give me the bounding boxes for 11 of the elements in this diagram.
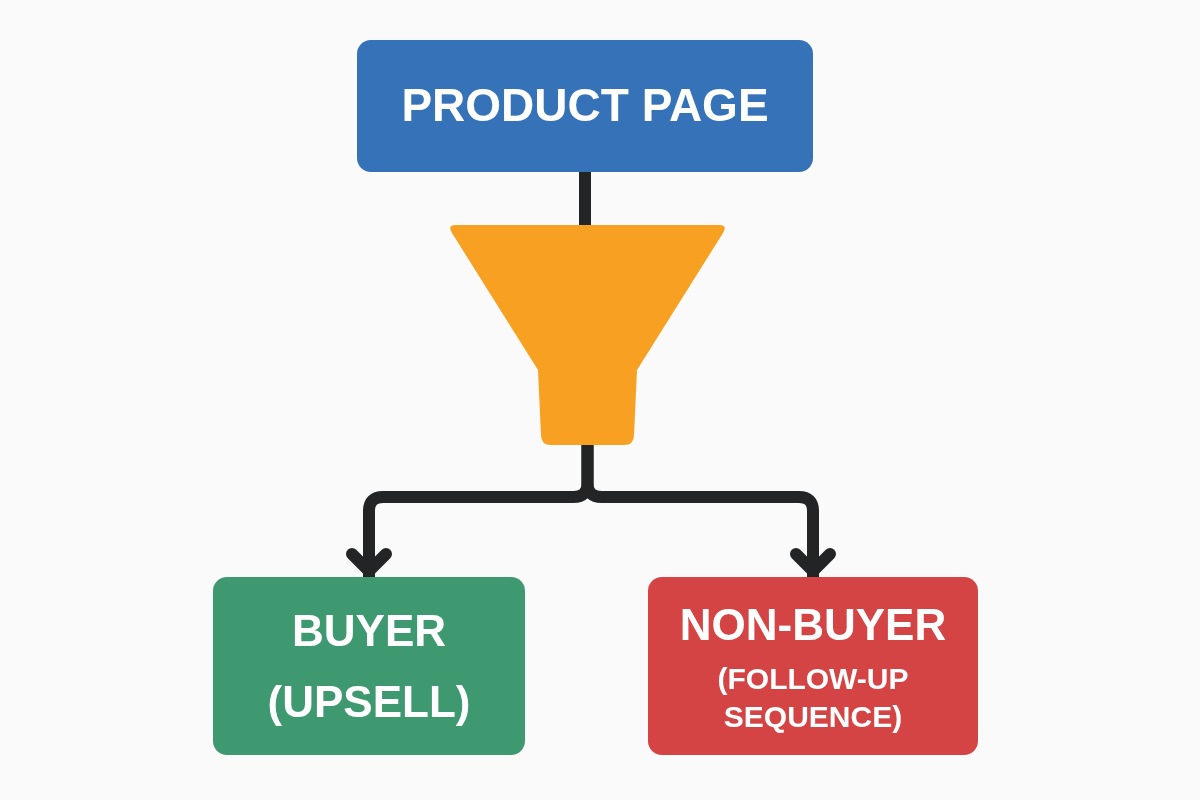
funnel-shape — [448, 225, 727, 445]
outcome-box — [648, 577, 978, 755]
connector-line — [579, 172, 591, 225]
box-title: PRODUCT PAGE — [401, 78, 769, 134]
box-title: BUYER — [292, 605, 446, 657]
box-subtitle: (UPSELL) — [267, 676, 471, 728]
box-subtitle: (FOLLOW-UP SEQUENCE) — [716, 661, 910, 735]
box-title: NON-BUYER — [679, 599, 947, 651]
arrow — [581, 445, 836, 577]
start-box — [357, 40, 813, 172]
outcome-box — [213, 577, 525, 755]
